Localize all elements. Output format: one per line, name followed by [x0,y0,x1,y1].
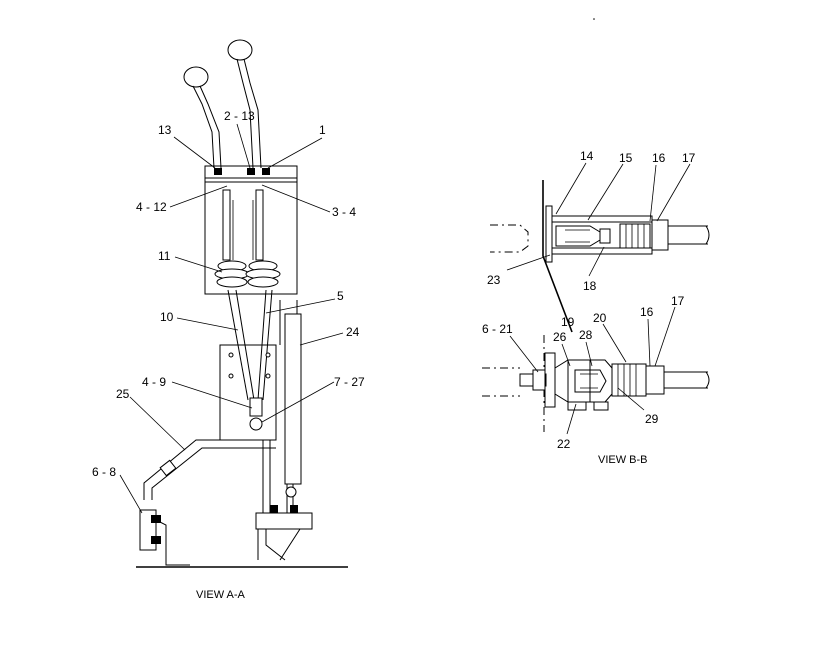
callout-11: 11 [158,249,171,263]
callout-16-lower: 16 [640,305,654,319]
view-aa-labels: 13 2 - 13 1 4 - 12 3 - 4 11 5 10 24 4 - … [92,109,365,601]
lever-shaft-left [192,85,215,169]
view-aa-drawing [136,39,348,568]
bolt-13 [214,168,222,175]
nut-16 [619,223,651,249]
callout-15: 15 [619,151,633,165]
bellows-boot [214,260,281,288]
lever-knob-left [183,66,209,88]
nut-16-lower [611,363,647,397]
base-mount [255,512,313,530]
callout-23: 23 [487,273,501,287]
callout-3-4: 3 - 4 [332,205,356,219]
callout-7-27: 7 - 27 [334,375,365,389]
view-aa-caption: VIEW A-A [196,589,246,601]
callout-16-upper: 16 [652,151,666,165]
callout-6-8: 6 - 8 [92,465,116,479]
view-aa-leaders [119,123,344,514]
cable-17 [668,225,708,245]
callout-10: 10 [160,310,174,324]
callout-19: 19 [561,315,575,329]
callout-28: 28 [579,328,593,342]
callout-17-upper: 17 [682,151,696,165]
view-bb-upper-labels: 14 15 16 17 23 18 19 [487,149,696,329]
inner-part-28 [574,369,607,393]
nut-22 [567,401,587,411]
rod-right [255,189,264,261]
clevis-7-27 [249,397,263,417]
callout-26: 26 [553,330,567,344]
rod-left [222,189,231,261]
callout-17-lower: 17 [671,294,685,308]
flange-14 [545,205,553,263]
callout-5: 5 [337,289,344,303]
bolt-1 [262,168,270,175]
callout-24: 24 [346,325,360,339]
view-bb-lower-fitting [482,335,710,432]
frame-post-24 [284,313,302,485]
callout-4-12: 4 - 12 [136,200,167,214]
callout-6-21: 6 - 21 [482,322,513,336]
callout-20: 20 [593,311,607,325]
view-bb-caption: VIEW B-B [598,454,648,466]
lever-knob-right [227,39,253,61]
view-bb-lower-leaders [509,306,676,435]
callout-1: 1 [319,123,326,137]
support-plate [219,344,277,441]
lever-shaft-right [243,58,262,169]
callout-2-13: 2 - 13 [224,109,255,123]
fitting-body-20 [554,359,613,403]
cable-17-lower [664,371,708,389]
callout-4-9: 4 - 9 [142,375,166,389]
callout-25: 25 [116,387,130,401]
callout-18: 18 [583,279,597,293]
callout-14: 14 [580,149,594,163]
lever-housing [204,165,298,295]
callout-22: 22 [557,437,571,451]
callout-13: 13 [158,123,172,137]
view-bb-upper-leaders [506,162,691,277]
view-bb-lower-labels: 20 16 17 6 - 21 26 28 22 29 VIEW B-B [482,294,685,466]
view-bb-upper-fitting [490,180,710,333]
callout-29: 29 [645,412,659,426]
